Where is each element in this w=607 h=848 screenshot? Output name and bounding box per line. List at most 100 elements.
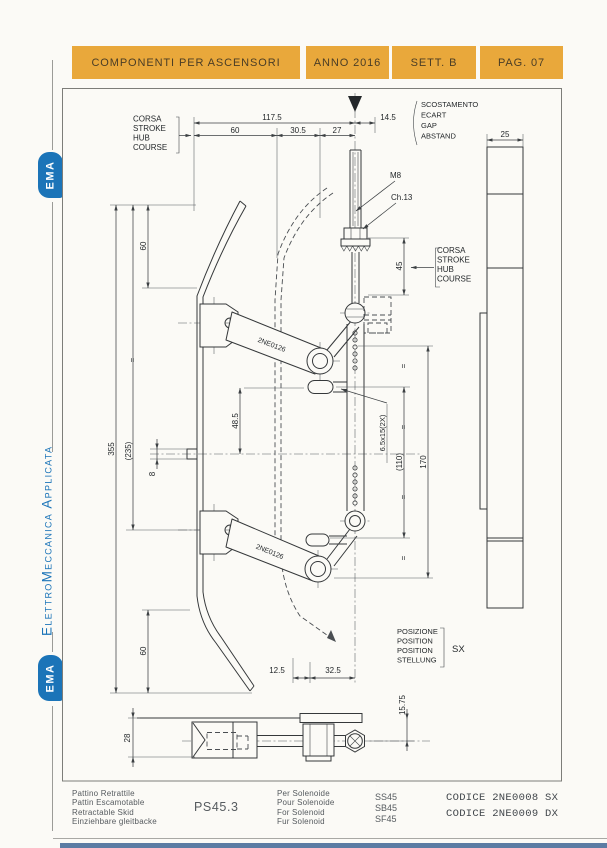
product-names: Pattino Retrattile Pattin Escamotable Re… [72, 789, 157, 827]
part-codes: CODICE 2NE0008 SX CODICE 2NE0009 DX [446, 791, 558, 822]
drive-rod [340, 96, 371, 324]
solenoid-models: SS45 SB45 SF45 [375, 792, 397, 825]
svg-text:POSITION: POSITION [397, 646, 433, 655]
sidebar-rule-2 [52, 202, 53, 452]
solenoid-ghost [363, 296, 392, 334]
model-code: PS45.3 [194, 800, 239, 814]
equal-mark: = [399, 363, 408, 368]
svg-text:COURSE: COURSE [437, 275, 471, 284]
dim-left-60-bottom: 60 [139, 646, 148, 655]
rail-section [479, 146, 524, 609]
force-arrow [348, 96, 362, 112]
drive-link-bar [344, 324, 366, 532]
solenoid-de: Fur Solenoid [277, 817, 325, 827]
lower-link [326, 528, 358, 567]
svg-text:CORSA: CORSA [437, 246, 466, 255]
upper-arm: 2NE0126 [225, 311, 322, 375]
svg-text:HUB: HUB [133, 134, 150, 143]
svg-text:POSITION: POSITION [397, 637, 433, 646]
page-bottom-strip [60, 843, 607, 848]
header-title: COMPONENTI PER ASCENSORI [91, 56, 281, 69]
product-it: Pattino Retrattile [72, 789, 135, 798]
dim-27: 27 [333, 126, 342, 135]
solenoid-names: Per Solenoide Pour Solenoide For Solenoi… [277, 789, 335, 827]
equal-mark: = [399, 494, 408, 499]
product-fr: Pattin Escamotable [72, 798, 145, 808]
svg-text:STROKE: STROKE [437, 256, 470, 265]
sidebar-rule-3 [52, 632, 53, 652]
svg-text:STELLUNG: STELLUNG [397, 656, 437, 665]
sidebar-rule-1 [52, 60, 53, 150]
dim-12-5: 12.5 [269, 666, 285, 675]
stroke-label-top: CORSA STROKE HUB COURSE [133, 115, 167, 153]
header-section-box: SETT. B [392, 46, 476, 79]
svg-text:CORSA: CORSA [133, 115, 162, 124]
header-page: PAG. 07 [497, 56, 546, 69]
dim-45: 45 [395, 261, 404, 270]
footer-title-block: Pattino Retrattile Pattin Escamotable Re… [62, 783, 562, 838]
footer-rule [53, 838, 607, 839]
code-dx: CODICE 2NE0009 DX [446, 807, 559, 820]
header-section: SETT. B [410, 56, 458, 69]
dim-rail-25: 25 [501, 130, 510, 139]
motion-arrowhead [327, 630, 336, 642]
dim-15-75: 15.75 [398, 694, 407, 715]
dim-170: 170 [419, 455, 428, 469]
equal-mark: = [128, 357, 137, 362]
dim-48-5: 48.5 [231, 413, 240, 429]
solenoid-model-sf45: SF45 [375, 814, 397, 824]
dim-left-60-top: 60 [139, 241, 148, 250]
ema-logo-top: EMA [38, 152, 63, 198]
dim-30-5: 30.5 [290, 126, 306, 135]
equal-mark: = [399, 555, 408, 560]
dim-28: 28 [123, 733, 132, 742]
drawing-frame [62, 88, 562, 782]
solenoid-model-ss45: SS45 [375, 792, 398, 802]
code-sx: CODICE 2NE0008 SX [446, 792, 559, 804]
svg-text:GAP: GAP [421, 121, 437, 130]
svg-text:POSIZIONE: POSIZIONE [397, 627, 438, 636]
svg-text:ABSTAND: ABSTAND [421, 132, 456, 141]
dim-gap: 14.5 [380, 113, 396, 122]
dim-355: 355 [107, 442, 116, 456]
dim-32-5: 32.5 [325, 666, 341, 675]
dim-235: (235) [124, 441, 133, 460]
product-de: Einziehbare gleitbacke [72, 817, 157, 827]
header-year-box: ANNO 2016 [306, 46, 389, 79]
upper-ring [306, 347, 334, 375]
slotted-straps [186, 380, 347, 547]
svg-text:ECART: ECART [421, 111, 447, 120]
bottom-view [137, 713, 365, 762]
solenoid-model-sb45: SB45 [375, 803, 398, 813]
ema-logo-bottom: EMA [38, 655, 63, 701]
svg-text:HUB: HUB [437, 265, 454, 274]
skid-blade-ghost [274, 187, 336, 642]
sidebar-rule-4 [52, 706, 53, 831]
dimensions: 117.5 14.5 60 30.5 27 25 45 355 (235) 60… [107, 100, 524, 767]
square-hole [186, 448, 198, 460]
dim-8: 8 [148, 471, 157, 476]
svg-text:SCOSTAMENTO: SCOSTAMENTO [421, 100, 478, 109]
skid-blade [196, 200, 255, 692]
header-page-box: PAG. 07 [480, 46, 563, 79]
header-year: ANNO 2016 [313, 56, 382, 69]
position-label-block: POSIZIONE POSITION POSITION STELLUNG SX [397, 627, 465, 665]
centerlines [150, 93, 430, 742]
position-side: SX [452, 644, 465, 655]
solenoid-it: Per Solenoide [277, 789, 330, 798]
hex-label: Ch.13 [391, 193, 413, 202]
header-title-box: COMPONENTI PER ASCENSORI [72, 46, 300, 79]
solenoid-en: For Solenoid [277, 807, 325, 817]
svg-text:STROKE: STROKE [133, 124, 166, 133]
dim-60-top: 60 [231, 126, 240, 135]
dim-110: (110) [395, 453, 404, 471]
slot-label: 6.5x15(2X) [378, 414, 387, 451]
stroke-label-right: CORSA STROKE HUB COURSE [437, 246, 471, 284]
lower-ring [304, 555, 332, 583]
solenoid-fr: Pour Solenoide [277, 798, 335, 808]
svg-text:COURSE: COURSE [133, 143, 167, 152]
product-en: Retractable Skid [72, 807, 134, 817]
thread-label: M8 [390, 171, 402, 180]
